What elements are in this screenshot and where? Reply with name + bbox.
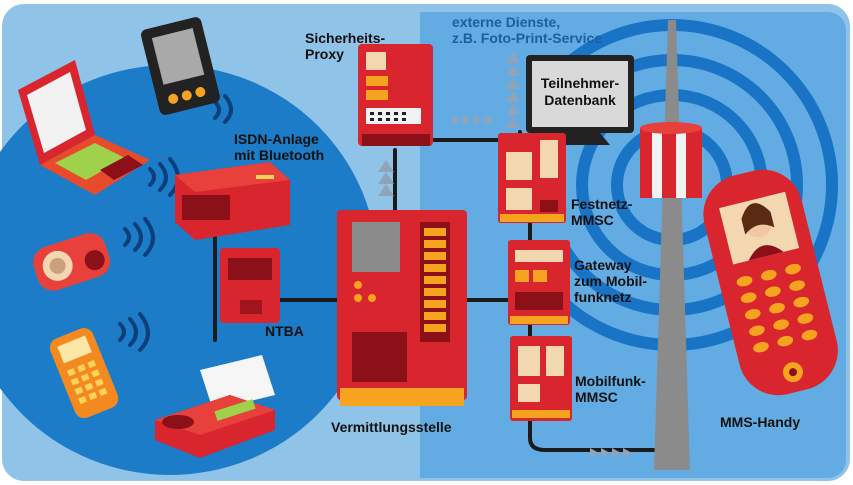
label-isdn-line1: ISDN-Anlage xyxy=(234,131,319,147)
mmsc-server-icon-2 xyxy=(510,336,572,421)
label-isdn-line2: mit Bluetooth xyxy=(234,147,325,163)
label-mobilfunk-mmsc: Mobilfunk- MMSC xyxy=(575,373,646,405)
isdn-pbx-icon xyxy=(175,162,290,240)
label-gateway: Gateway zum Mobil- funknetz xyxy=(574,257,647,305)
mmsc-server-icon xyxy=(498,133,566,223)
arrow-markers xyxy=(378,52,632,458)
laptop-icon xyxy=(18,60,150,195)
label-gateway-line3: funknetz xyxy=(574,289,632,305)
label-festnetz-mmsc-line2: MMSC xyxy=(571,212,614,228)
label-external-services: externe Dienste, z.B. Foto-Print-Service xyxy=(452,14,602,46)
label-festnetz-mmsc: Festnetz- MMSC xyxy=(571,196,632,228)
database-monitor-icon xyxy=(526,55,634,145)
exchange-switch-icon xyxy=(337,210,467,406)
label-security-proxy: Sicherheits- Proxy xyxy=(305,30,385,62)
pda-icon xyxy=(141,17,220,115)
label-external-services-line2: z.B. Foto-Print-Service xyxy=(452,30,603,46)
label-subscriber-db: Teilnehmer- Datenbank xyxy=(532,75,628,109)
label-subscriber-db-line1: Teilnehmer- xyxy=(540,75,620,91)
label-ntba: NTBA xyxy=(265,323,304,339)
label-gateway-line1: Gateway xyxy=(574,257,632,273)
label-mobilfunk-mmsc-line2: MMSC xyxy=(575,389,618,405)
label-security-proxy-line1: Sicherheits- xyxy=(305,30,386,46)
label-mobilfunk-mmsc-line1: Mobilfunk- xyxy=(575,373,646,389)
fax-icon xyxy=(155,355,275,458)
label-subscriber-db-line2: Datenbank xyxy=(544,92,616,108)
label-security-proxy-line2: Proxy xyxy=(305,46,344,62)
label-external-services-line1: externe Dienste, xyxy=(452,14,561,30)
label-mms-phone: MMS-Handy xyxy=(720,414,801,430)
label-gateway-line2: zum Mobil- xyxy=(574,273,648,289)
cordless-phone-icon xyxy=(49,328,119,419)
label-exchange: Vermittlungsstelle xyxy=(331,419,452,435)
mms-handset-icon xyxy=(703,169,838,396)
label-isdn: ISDN-Anlage mit Bluetooth xyxy=(234,131,324,163)
label-festnetz-mmsc-line1: Festnetz- xyxy=(571,196,633,212)
proxy-server-icon xyxy=(358,44,433,146)
gateway-server-icon xyxy=(508,240,570,325)
camera-icon xyxy=(33,233,111,291)
radio-tower-icon xyxy=(640,20,702,470)
ntba-box-icon xyxy=(220,248,280,323)
